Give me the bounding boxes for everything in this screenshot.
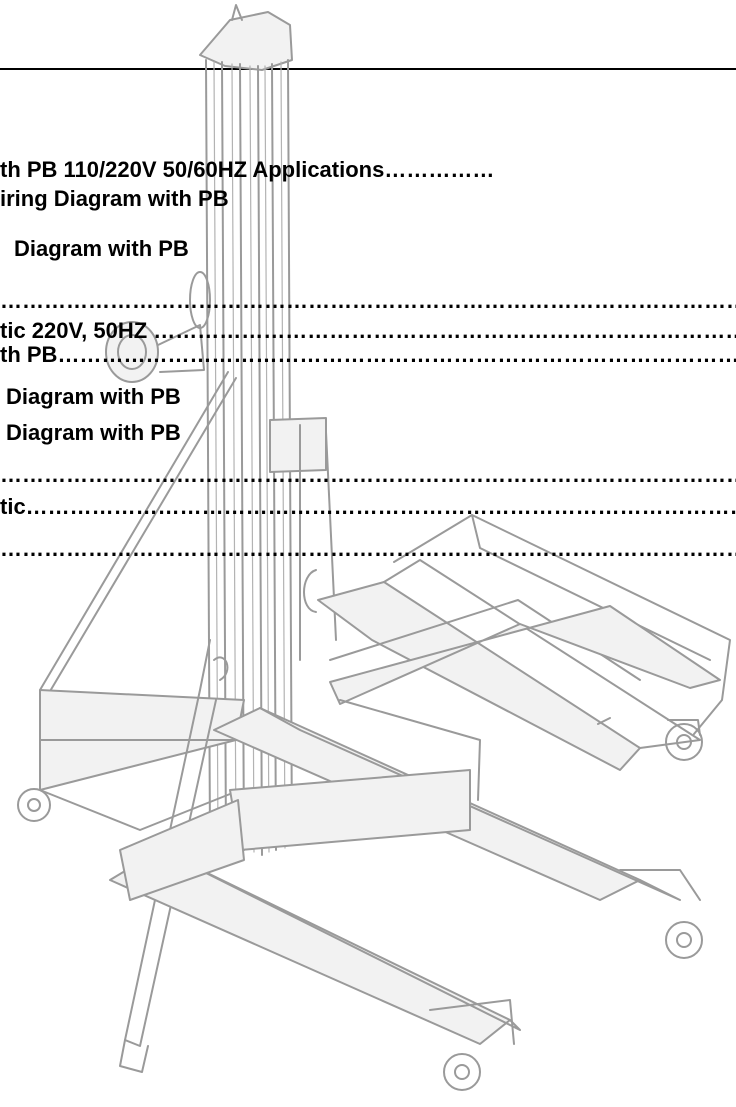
- toc-entry: tic 220V, 50HZ ……………………………………………………………………: [0, 318, 736, 343]
- toc-entry: Diagram with PB: [6, 420, 181, 445]
- toc-leader: ……………………………………………………………………………………………………………: [0, 288, 736, 313]
- toc-entry: th PB 110/220V 50/60HZ Applications……………: [0, 157, 495, 182]
- toc-entry: Diagram with PB: [6, 384, 181, 409]
- toc-entry: Diagram with PB: [14, 236, 189, 261]
- table-of-contents: th PB 110/220V 50/60HZ Applications………………: [0, 157, 736, 561]
- toc-entry: iring Diagram with PB: [0, 186, 229, 211]
- toc-leader: ……………………………………………………………………………………………………………: [0, 536, 736, 561]
- toc-entry: th PB………………………………………………………………………………………………: [0, 342, 736, 367]
- header-rule: [0, 68, 736, 70]
- toc-leader: ……………………………………………………………………………………………………………: [0, 462, 736, 487]
- toc-entry: tic……………………………………………………………………………………………………: [0, 494, 736, 519]
